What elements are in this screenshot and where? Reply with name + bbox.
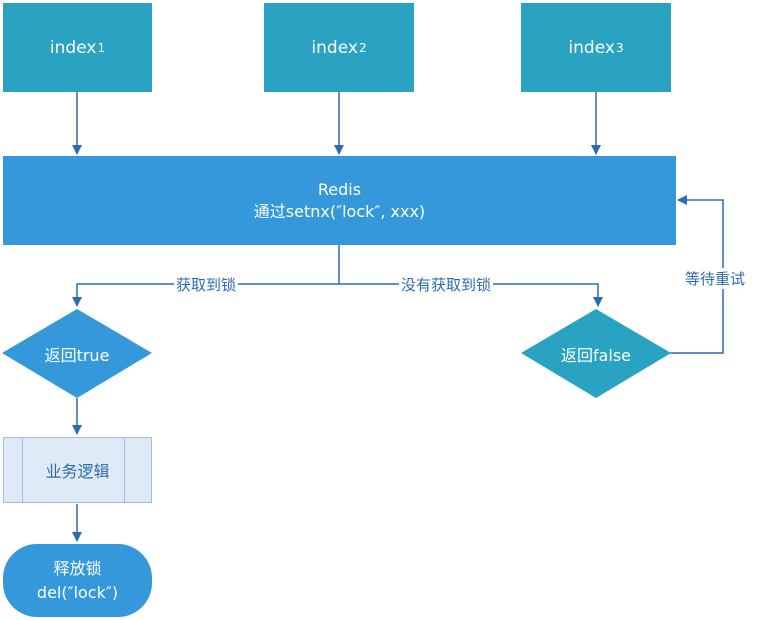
index2-label: index xyxy=(311,37,358,58)
edge-label-no-lock: 没有获取到锁 xyxy=(399,274,494,295)
release-lock-box: 释放锁 del(″lock″) xyxy=(3,544,152,617)
index3-sub: 3 xyxy=(615,40,624,55)
redis-box: Redis 通过setnx(″lock″, xxx) xyxy=(3,156,676,245)
edge-label-got-lock: 获取到锁 xyxy=(174,274,239,295)
redis-title: Redis xyxy=(317,179,362,199)
index2-sub: 2 xyxy=(358,40,367,55)
business-logic-label: 业务逻辑 xyxy=(45,462,110,481)
index3-label: index xyxy=(568,37,615,58)
redis-command: 通过setnx(″lock″, xxx) xyxy=(253,201,426,221)
index1-sub: 1 xyxy=(97,40,106,55)
arrow-to-return-true xyxy=(72,283,339,307)
release-command: del(″lock″) xyxy=(36,582,119,602)
release-title: 释放锁 xyxy=(53,558,102,578)
return-true-label: 返回true xyxy=(44,345,110,365)
return-true-diamond xyxy=(2,309,152,398)
index1-label: index xyxy=(49,37,97,58)
business-logic-box: 业务逻辑 xyxy=(3,437,152,503)
return-false-diamond xyxy=(521,309,671,398)
return-false-label: 返回false xyxy=(560,345,632,365)
edge-label-wait-retry: 等待重试 xyxy=(683,268,748,289)
